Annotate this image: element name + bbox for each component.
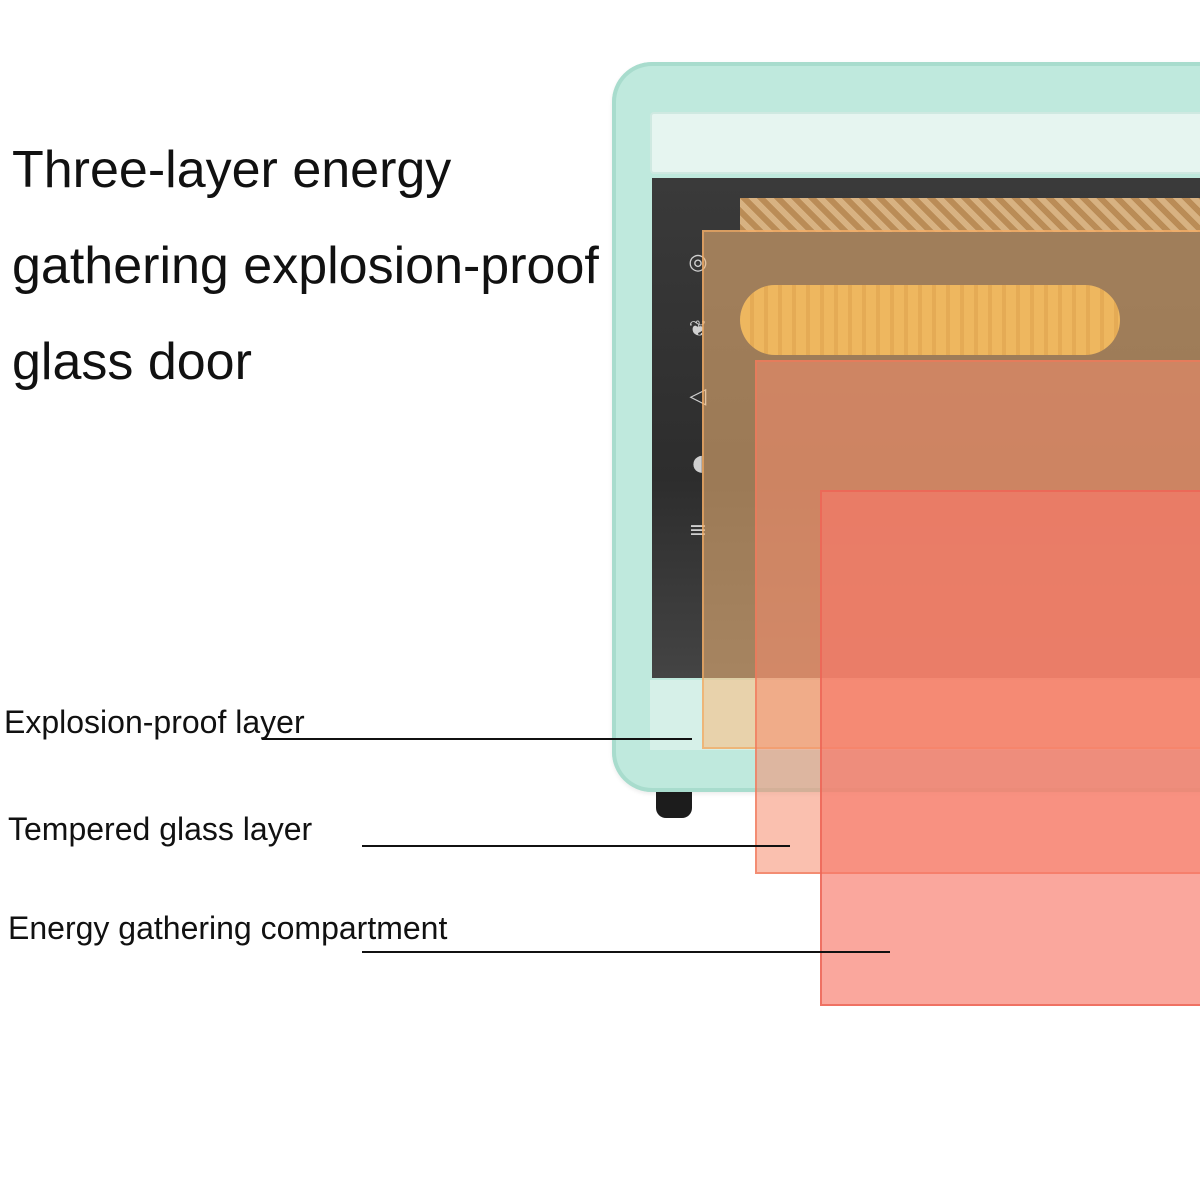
heating-element: [740, 198, 1200, 232]
oven-top-panel: [650, 112, 1200, 174]
callout-line-energy-compartment: [362, 951, 890, 953]
headline-line-1: Three-layer energy: [12, 141, 452, 199]
headline: Three-layer energy gathering explosion-p…: [12, 122, 652, 410]
callout-line-explosion-proof: [262, 738, 692, 740]
headline-line-2: gathering explosion-proof: [12, 237, 599, 295]
callout-label-explosion-proof: Explosion-proof layer: [4, 704, 305, 740]
headline-line-3: glass door: [12, 333, 252, 391]
energy-gathering-compartment: [820, 490, 1200, 1006]
callout-label-tempered-glass: Tempered glass layer: [8, 811, 313, 847]
callout-line-tempered-glass: [362, 845, 790, 847]
callout-label-energy-compartment: Energy gathering compartment: [8, 910, 448, 946]
steak-icon: ◖: [692, 451, 704, 476]
